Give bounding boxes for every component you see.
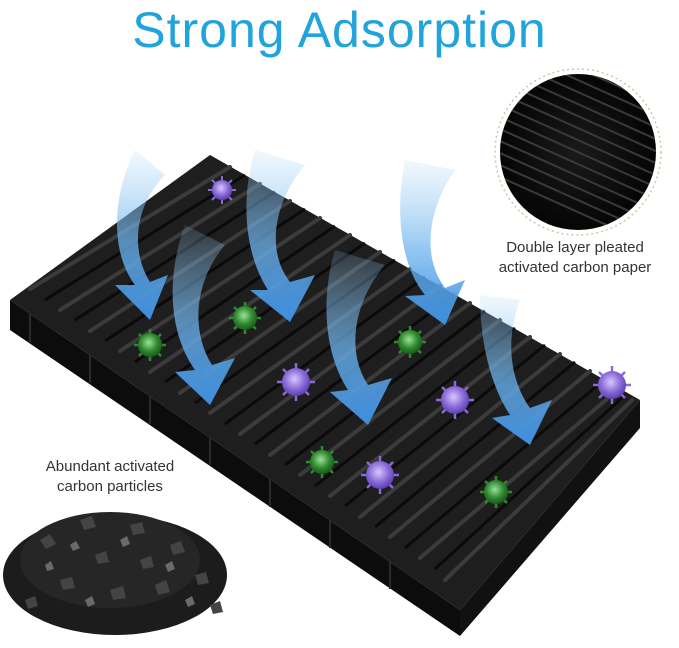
down-curved-arrow (400, 160, 465, 325)
down-curved-arrow (246, 150, 315, 322)
pleated-paper-closeup (494, 68, 662, 236)
caption-line: carbon particles (57, 478, 163, 495)
page-title: Strong Adsorption (132, 2, 547, 58)
virus-icon (208, 176, 236, 204)
down-curved-arrow (172, 225, 235, 405)
down-curved-arrow (115, 150, 168, 320)
virus-icon (361, 456, 399, 494)
caption-line: Abundant activated (45, 458, 175, 475)
pleated-paper-caption: Double layer pleated activated carbon pa… (470, 238, 679, 278)
caption-line: activated carbon paper (498, 259, 652, 276)
bacteria-icon (229, 302, 261, 334)
down-curved-arrow (480, 295, 552, 445)
down-curved-arrow (326, 250, 392, 425)
bacteria-icon (306, 446, 338, 478)
virus-icon (593, 366, 631, 404)
bacteria-icon (480, 476, 512, 508)
caption-line: Double layer pleated (506, 239, 644, 256)
carbon-particles-caption: Abundant activated carbon particles (10, 457, 210, 497)
bacteria-icon (134, 329, 166, 361)
bacteria-icon (394, 326, 426, 358)
airflow-arrows (115, 150, 552, 445)
virus-icon (436, 381, 474, 419)
carbon-particles-pile (3, 512, 227, 635)
virus-icon (277, 363, 315, 401)
